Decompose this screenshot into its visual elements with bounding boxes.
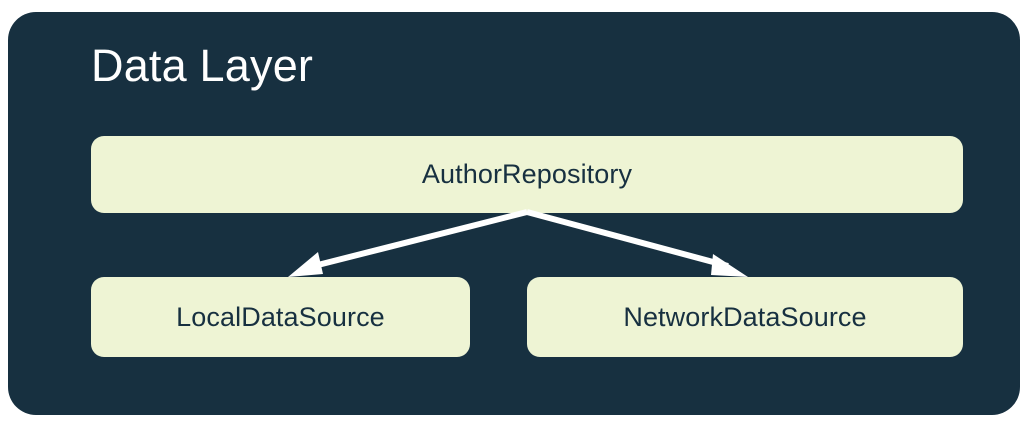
page-title: Data Layer	[91, 40, 314, 91]
node-local-data-source-label: LocalDataSource	[176, 301, 385, 332]
node-author-repository-label: AuthorRepository	[421, 159, 633, 189]
node-local-data-source[interactable]: LocalDataSource	[91, 277, 470, 357]
node-author-repository[interactable]: AuthorRepository	[91, 136, 963, 213]
node-network-data-source-label: NetworkDataSource	[623, 301, 867, 332]
node-network-data-source[interactable]: NetworkDataSource	[527, 277, 963, 357]
